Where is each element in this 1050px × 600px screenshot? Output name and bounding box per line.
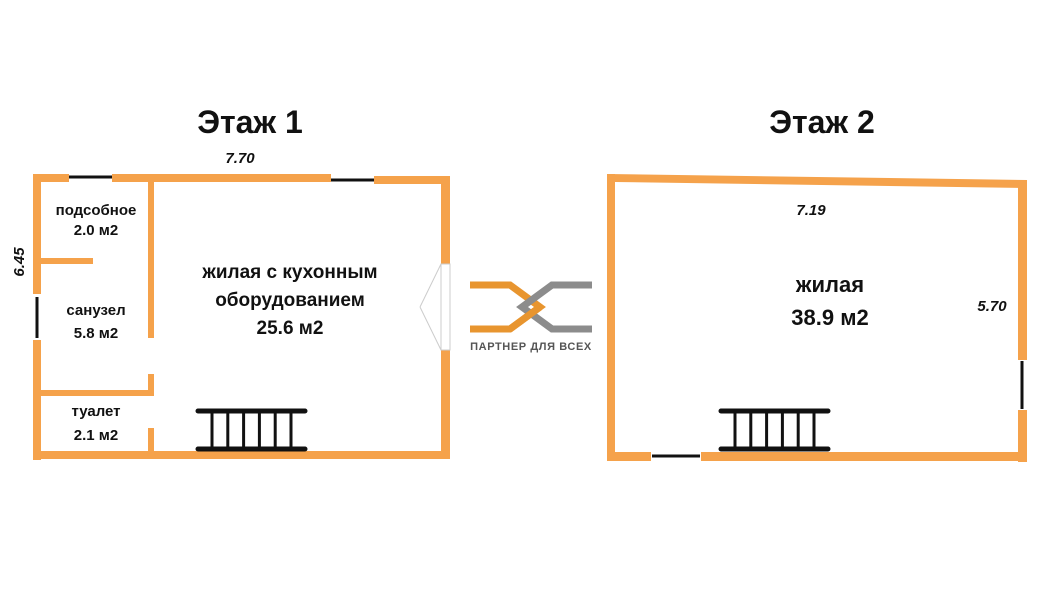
floor-2-right-wall-bottom (1018, 410, 1027, 462)
floor-1-right-wall-top (441, 176, 450, 264)
room-living-upper: жилая 38.9 м2 (791, 272, 868, 330)
floor-2-title: Этаж 2 (769, 104, 875, 140)
partner-logo: ПАРТНЕР ДЛЯ ВСЕХ (470, 281, 592, 353)
floor-1-left-wall-top (33, 174, 41, 294)
floor-1-partition-vertical-upper (148, 174, 154, 338)
floor-1-partition-vertical-middle (148, 374, 154, 396)
room-utility-area: 2.0 м2 (74, 222, 118, 239)
floor-1-plan: Этаж 1 7.70 6.45 (11, 104, 451, 460)
floor-1-partition-toilet (33, 390, 154, 396)
floor-2-top-wall (607, 174, 1027, 188)
room-living-kitchen-name-line1: жилая с кухонным (201, 262, 377, 283)
floor-2-bottom-window (651, 452, 701, 461)
room-living-kitchen: жилая с кухонным оборудованием 25.6 м2 (201, 262, 377, 339)
floor-1-top-wall-middle (112, 174, 331, 182)
floor-1-top-window-left (69, 174, 112, 182)
floor-1-entrance-door (419, 263, 451, 351)
floor-2-width-dimension: 7.19 (796, 202, 826, 219)
floor-2-left-wall (607, 174, 615, 461)
floor-1-top-wall-right (374, 176, 450, 184)
floor-1-left-window (33, 294, 41, 340)
room-living-kitchen-name-line2: оборудованием (215, 290, 365, 311)
room-bathroom-name: санузел (66, 302, 125, 319)
floor-2-bottom-wall-right (701, 452, 1027, 461)
room-toilet-area: 2.1 м2 (74, 427, 118, 444)
room-living-upper-name: жилая (795, 272, 864, 297)
room-toilet: туалет 2.1 м2 (71, 403, 120, 444)
room-living-kitchen-area: 25.6 м2 (257, 318, 324, 339)
floor-2-depth-dimension: 5.70 (977, 298, 1007, 315)
floor-1-right-wall-bottom (441, 350, 450, 459)
room-utility: подсобное 2.0 м2 (56, 202, 137, 239)
floor-2-bottom-wall-left (607, 452, 651, 461)
floor-2-stairs-icon (718, 408, 831, 452)
floor-1-top-wall-left (33, 174, 69, 182)
floor-2-right-wall-top (1018, 180, 1027, 360)
room-utility-name: подсобное (56, 202, 137, 219)
floor-1-width-dimension: 7.70 (225, 150, 255, 167)
floor-1-bottom-wall (33, 451, 450, 459)
room-toilet-name: туалет (71, 403, 120, 420)
floor-1-title: Этаж 1 (197, 104, 303, 140)
floor-1-top-window-right (331, 175, 374, 183)
partner-logo-icon (470, 281, 592, 333)
room-living-upper-area: 38.9 м2 (791, 305, 868, 330)
floor-1-stairs-icon (195, 408, 308, 452)
room-bathroom-area: 5.8 м2 (74, 325, 118, 342)
floor-1-left-wall-bottom (33, 340, 41, 460)
floor-2-plan: Этаж 2 7.19 5.70 жилая 38.9 м2 (607, 104, 1027, 462)
floor-1-partition-utility (33, 258, 93, 264)
partner-logo-text: ПАРТНЕР ДЛЯ ВСЕХ (470, 341, 592, 353)
floor-2-right-window (1018, 360, 1027, 410)
room-bathroom: санузел 5.8 м2 (66, 302, 125, 342)
floor-1-depth-dimension: 6.45 (11, 247, 28, 277)
floor-1-partition-vertical-lower (148, 428, 154, 459)
